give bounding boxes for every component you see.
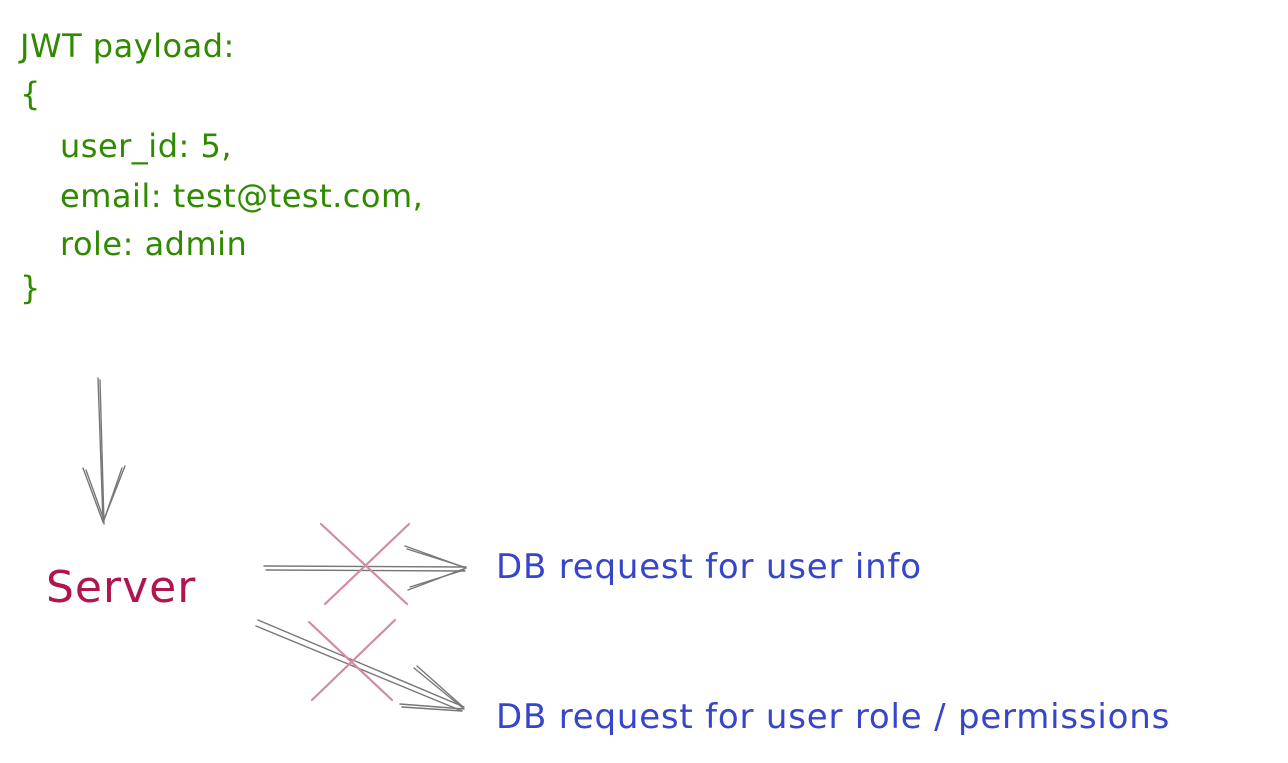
payload-field-user-id: user_id: 5, [60, 127, 232, 165]
payload-field-role: role: admin [60, 225, 248, 263]
arrow-server-to-user-role [255, 619, 465, 712]
arrow-payload-to-server [82, 377, 126, 525]
payload-close-brace: } [20, 269, 41, 307]
payload-field-email: email: test@test.com, [60, 177, 424, 215]
arrow-server-to-user-info [263, 545, 467, 591]
request-user-role: DB request for user role / permissions [496, 697, 1171, 737]
request-user-info: DB request for user info [496, 547, 922, 587]
cross-mark-user-role [307, 618, 397, 702]
payload-header: JWT payload: [20, 27, 235, 65]
cross-mark-user-info [319, 522, 411, 606]
payload-open-brace: { [20, 75, 41, 113]
server-label: Server [46, 562, 197, 613]
